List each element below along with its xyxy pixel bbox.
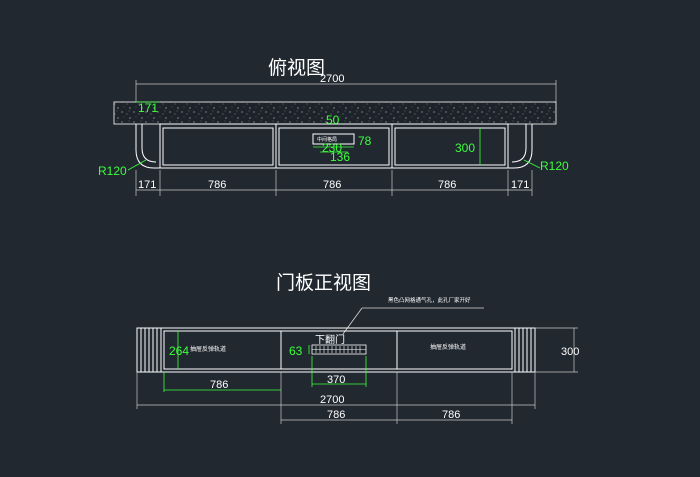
left-width-dim: 786 [210, 379, 228, 391]
front-bottom-dim-left: 786 [327, 409, 345, 421]
vent-height-dim: 63 [289, 344, 303, 358]
drawer-label-right: 抽屉反弹轨道 [430, 343, 466, 351]
top-cabinet-body [135, 123, 533, 169]
center-slot [312, 133, 355, 145]
radius-right-leader [523, 159, 541, 169]
top-section-3-inner [394, 127, 506, 166]
left-rounded-inner [141, 124, 157, 163]
radius-left-leader [127, 159, 147, 171]
top-total-dim-text: 2700 [320, 73, 344, 85]
vent-note: 黑色凸网格通气孔，此孔厂家开好 [388, 296, 471, 304]
cabinet-depth-dim: 300 [455, 141, 475, 155]
vent-note-leader [342, 307, 363, 335]
front-view-title: 门板正视图 [276, 272, 371, 294]
radius-left: R120 [98, 164, 127, 178]
front-cabinet-outline [136, 327, 536, 373]
left-end-panel [140, 328, 162, 372]
top-section-3 [391, 123, 509, 169]
flip-door-label: 下翻门 [315, 333, 345, 346]
right-rounded-inner [511, 124, 527, 163]
slot-height-dim: 50 [326, 113, 340, 127]
center-slot-label: 中间格局 [317, 136, 337, 143]
front-door-right [396, 330, 513, 370]
top-section-1-inner [162, 127, 274, 166]
top-section-2-inner [278, 127, 390, 166]
top-bottom-dim-3: 786 [323, 179, 341, 191]
front-bottom-dim-right: 786 [442, 409, 460, 421]
radius-right: R120 [540, 159, 569, 173]
right-end-panel [514, 328, 532, 372]
top-bottom-dim-1: 171 [138, 179, 156, 191]
front-total-dim: 2700 [320, 394, 344, 406]
top-section-1 [159, 123, 277, 169]
slot-inner-dim: 136 [330, 150, 350, 164]
vent-width-dim: 370 [327, 374, 345, 386]
left-height-dim: 264 [169, 344, 189, 358]
vent-grille-bars [312, 346, 366, 353]
left-rounded-end [135, 124, 161, 169]
top-view-title: 俯视图 [268, 57, 325, 79]
top-bottom-dim-2: 786 [208, 179, 226, 191]
right-height-dim: 300 [561, 346, 579, 358]
top-depth-dim-text: 171 [138, 101, 158, 115]
right-rounded-end [507, 124, 533, 169]
top-view: 俯视图 2700 171 中间格局 50 78 230 [98, 57, 569, 196]
front-view: 门板正视图 黑色凸网格通气孔，此孔厂家开好 抽屉反弹轨道 抽屉反弹轨道 下翻门 [136, 272, 579, 424]
top-bottom-dim-5: 171 [511, 179, 529, 191]
slot-width-dim: 230 [322, 141, 342, 155]
drawer-label-left: 抽屉反弹轨道 [190, 345, 226, 353]
slot-offset-dim: 78 [358, 134, 372, 148]
top-bottom-dim-4: 786 [438, 179, 456, 191]
